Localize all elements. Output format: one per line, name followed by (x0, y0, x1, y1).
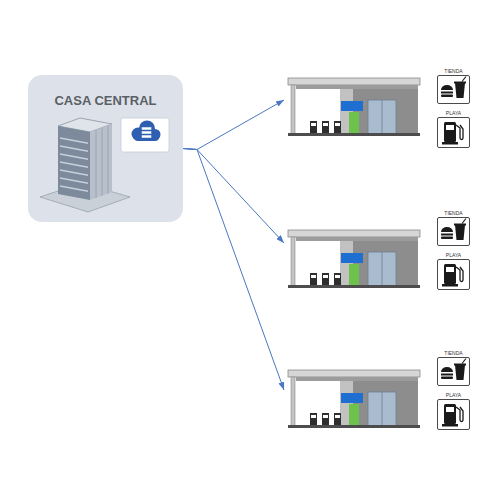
icon-label: TIENDA (430, 210, 477, 216)
building-window (60, 162, 88, 167)
building-window (60, 154, 88, 159)
connector-arrow (183, 100, 284, 150)
icon-label: PLAYA (430, 110, 477, 116)
building-window (60, 146, 88, 151)
connector-arrow (183, 149, 284, 244)
building-mullion (96, 130, 97, 198)
server-slot (142, 127, 152, 130)
icon-label: TIENDA (430, 350, 477, 356)
icon-label: PLAYA (430, 252, 477, 258)
service-icons (441, 77, 466, 145)
building-window (60, 170, 88, 175)
cloud-badge (121, 118, 169, 152)
cloud-badge-frame (121, 118, 169, 152)
gas-station-illustration (288, 370, 420, 428)
service-icons (441, 219, 466, 287)
building-mullion (102, 128, 103, 196)
building-window (60, 178, 88, 183)
server-slot (142, 135, 152, 138)
server-slot (142, 131, 152, 134)
icon-label: PLAYA (430, 392, 477, 398)
gas-station-illustration (288, 230, 420, 288)
headquarters-building (40, 118, 130, 212)
icon-label: TIENDA (430, 68, 477, 74)
gas-station-illustration (288, 78, 420, 136)
building-window (60, 138, 88, 143)
building-mullion (108, 126, 109, 194)
building-window (60, 186, 88, 191)
connector-arrow (183, 149, 284, 391)
service-icons (441, 359, 466, 427)
node-title: CASA CENTRAL (28, 93, 183, 108)
building-front (58, 126, 90, 200)
building-side (90, 124, 112, 200)
